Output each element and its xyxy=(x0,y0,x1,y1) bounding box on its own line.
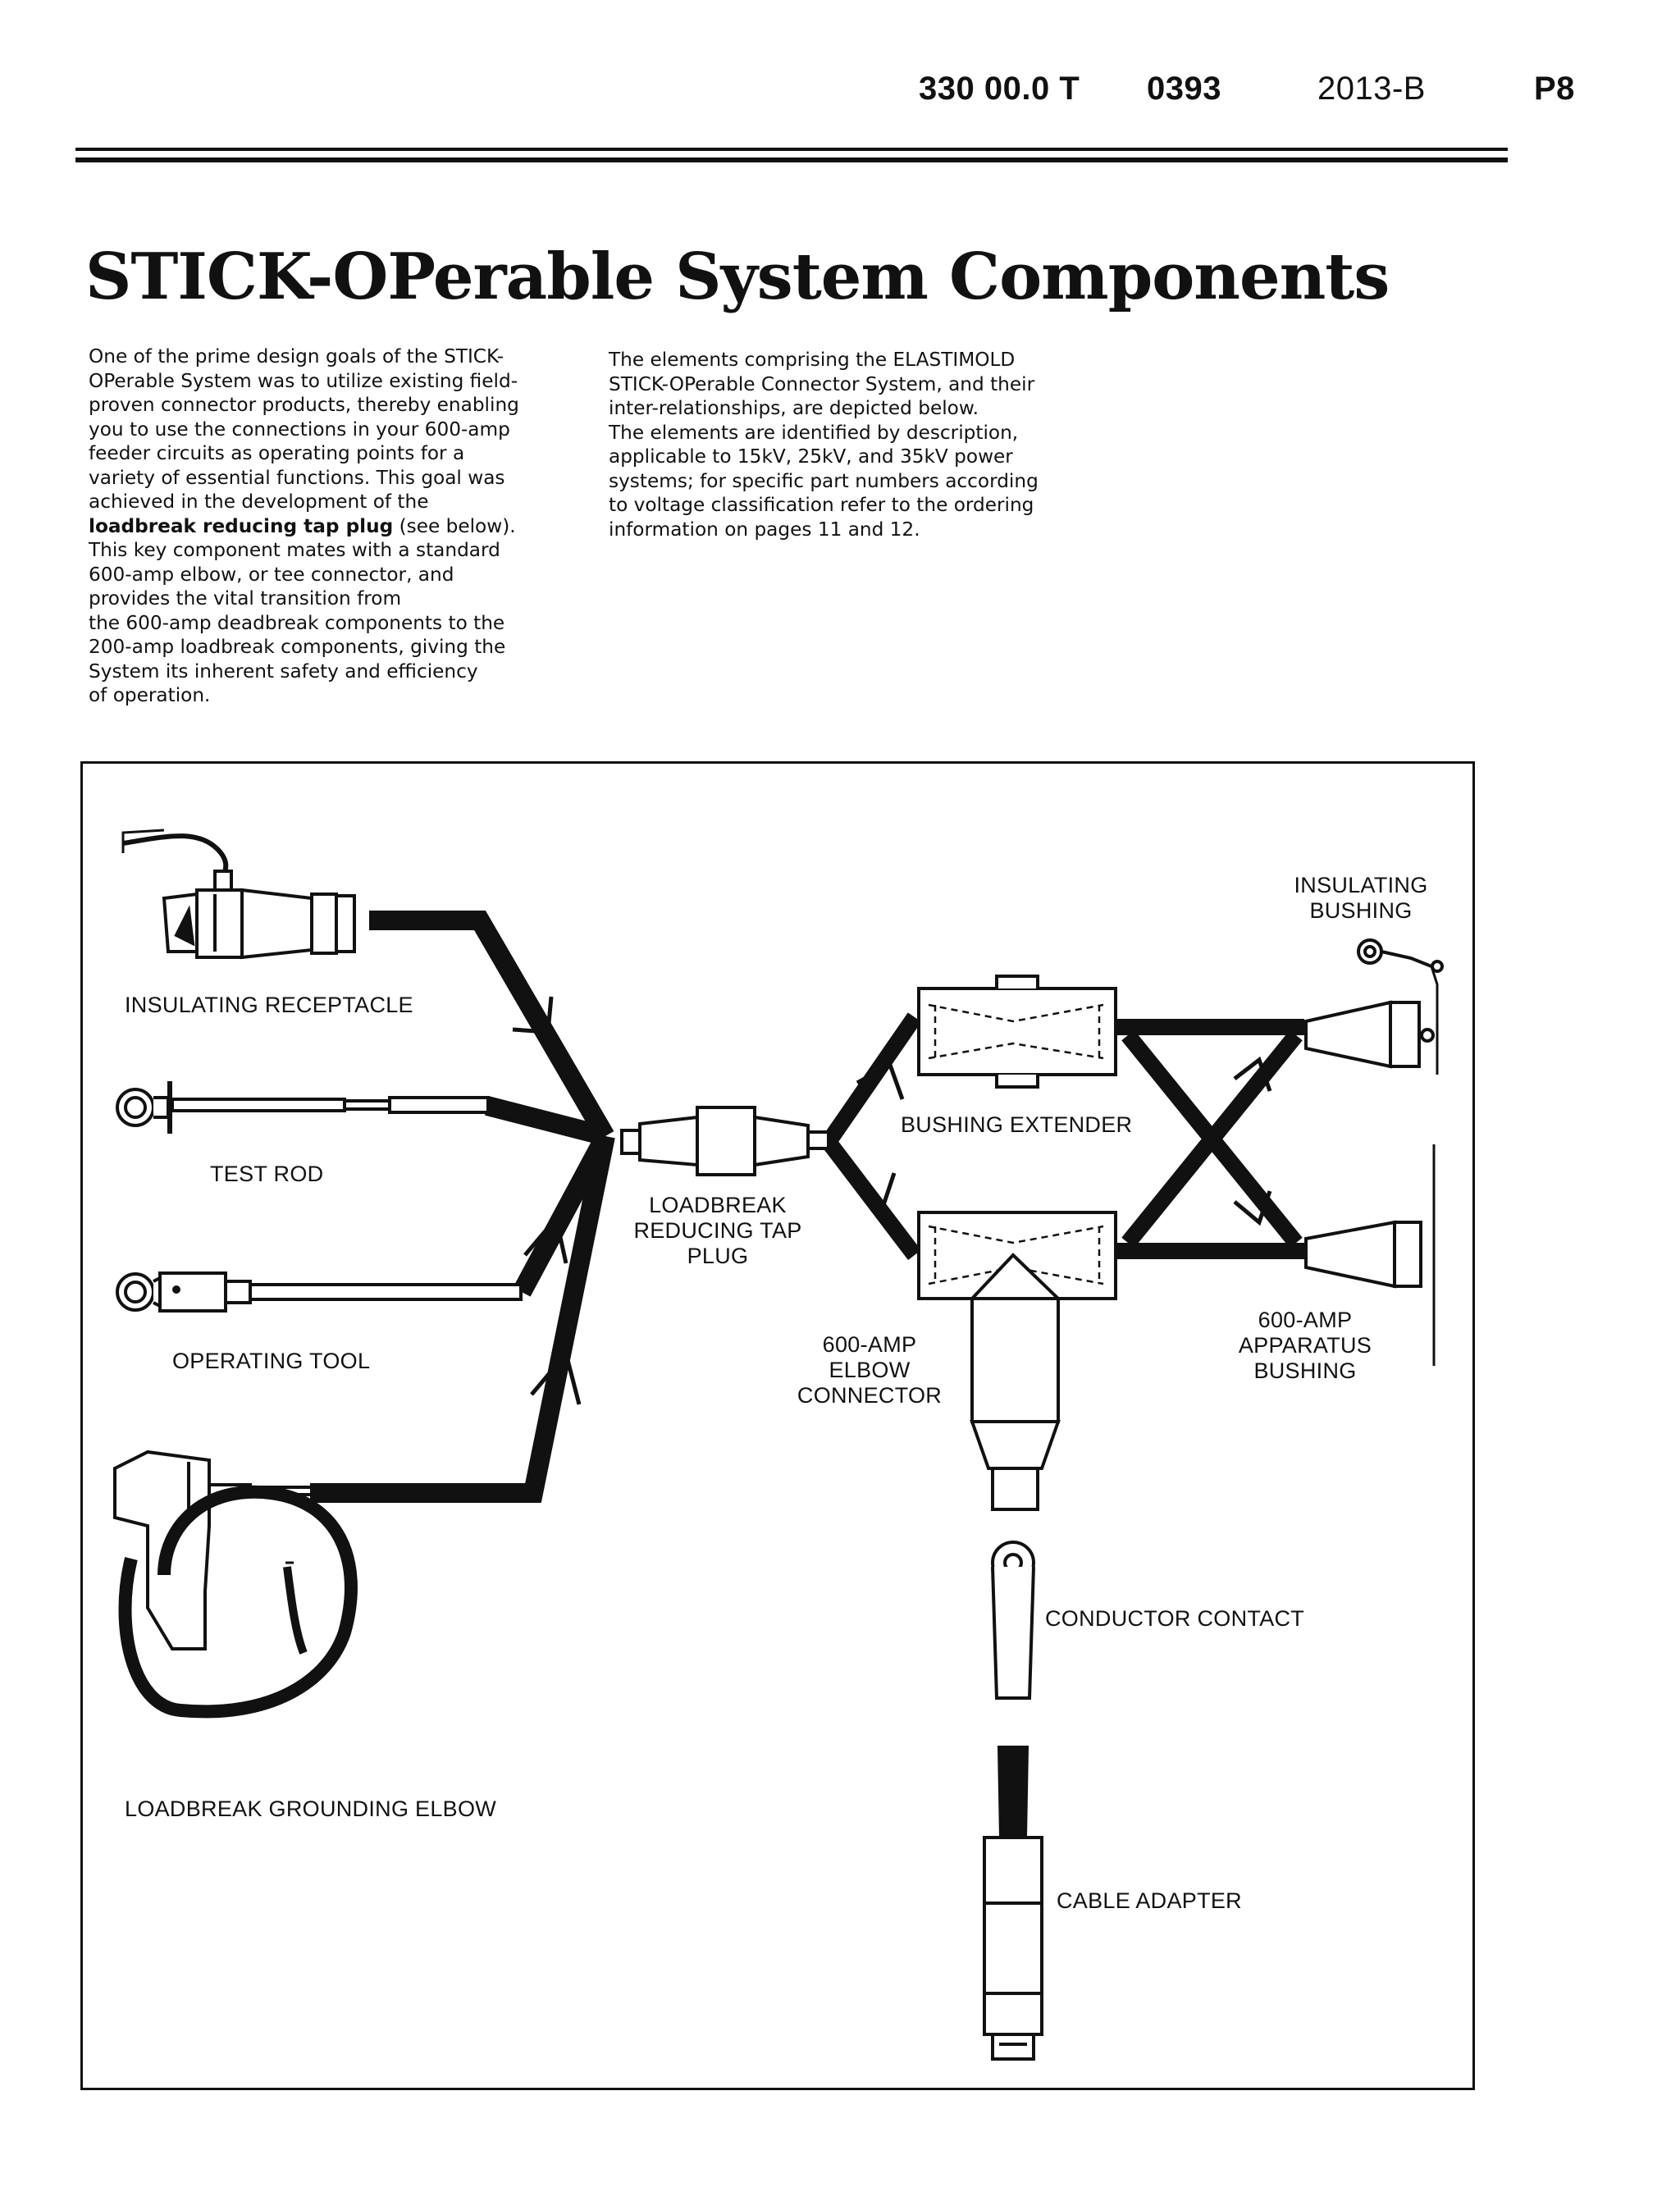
diagram-frame xyxy=(80,761,1475,2090)
label-apparatus-bushing-line: APPARATUS xyxy=(1238,1333,1372,1358)
label-conductor-contact: CONDUCTOR CONTACT xyxy=(1045,1606,1305,1631)
doc-revision: 2013-B xyxy=(1317,71,1426,107)
intro-bold-phrase: loadbreak reducing tap plug xyxy=(89,514,394,537)
intro-left-line: of operation. xyxy=(89,684,211,706)
label-bushing-extender: BUSHING EXTENDER xyxy=(901,1112,1133,1137)
intro-left-line: System its inherent safety and efficienc… xyxy=(89,660,478,683)
intro-left-line: 600-amp elbow, or tee connector, and xyxy=(89,563,454,586)
extender-arrows xyxy=(851,1056,1272,1226)
intro-right-line: STICK-OPerable Connector System, and the… xyxy=(609,372,1035,395)
page-number: P8 xyxy=(1534,71,1575,107)
doc-number: 330 00.0 T xyxy=(919,71,1080,107)
intro-right-line: The elements are identified by descripti… xyxy=(609,421,1019,444)
page-title: STICK-OPerable System Components xyxy=(85,240,1390,314)
intro-left-line: the 600-amp deadbreak components to the xyxy=(89,611,505,634)
label-loadbreak-grounding-elbow: LOADBREAK GROUNDING ELBOW xyxy=(125,1797,497,1821)
conductor-contact xyxy=(991,1541,1035,1700)
intro-left-line: variety of essential functions. This goa… xyxy=(89,466,505,489)
intro-bold-line: loadbreak reducing tap plug (see below). xyxy=(89,514,519,539)
label-tap-plug-line: REDUCING TAP xyxy=(633,1218,802,1243)
intro-right-line: to voltage classification refer to the o… xyxy=(609,494,1034,516)
intro-left-line: achieved in the development of the xyxy=(89,491,429,513)
label-insulating-receptacle: INSULATING RECEPTACLE xyxy=(125,993,413,1017)
intro-right-column: The elements comprising the ELASTIMOLD S… xyxy=(609,348,1039,541)
label-tap-plug-line: PLUG xyxy=(687,1244,749,1268)
intro-right-line: The elements comprising the ELASTIMOLD xyxy=(609,349,1016,371)
doc-code: 0393 xyxy=(1147,71,1221,107)
intro-right-line: inter-relationships, are depicted below. xyxy=(609,397,979,419)
intro-right-line: information on pages 11 and 12. xyxy=(609,518,920,541)
bushing-extender xyxy=(917,975,1117,1089)
label-operating-tool: OPERATING TOOL xyxy=(172,1349,371,1373)
intro-left-line: feeder circuits as operating points for … xyxy=(89,442,465,464)
header-rule xyxy=(75,148,1508,151)
intro-left-line: OPerable System was to utilize existing … xyxy=(89,369,518,392)
label-insulating-bushing: INSULATING BUSHING xyxy=(1291,873,1431,924)
label-insulating-bushing-line: INSULATING xyxy=(1294,873,1428,897)
connection-lines xyxy=(310,911,615,1503)
intro-right-line: applicable to 15kV, 25kV, and 35kV power xyxy=(609,445,1013,468)
intro-left-line: This key component mates with a standard xyxy=(89,539,500,561)
label-test-rod: TEST ROD xyxy=(210,1162,324,1186)
insulating-bushing xyxy=(1304,938,1444,1075)
intro-left-line: provides the vital transition from xyxy=(89,587,402,609)
test-rod xyxy=(116,1081,490,1134)
label-elbow-connector-line: CONNECTOR xyxy=(797,1383,943,1408)
label-elbow-connector: 600-AMP ELBOW CONNECTOR xyxy=(789,1332,950,1408)
insulating-receptacle xyxy=(121,829,356,960)
intro-right-line: systems; for specific part numbers accor… xyxy=(609,469,1039,492)
intro-left-line: 200-amp loadbreak components, giving the xyxy=(89,636,506,658)
connection-arrows xyxy=(512,996,582,1405)
label-elbow-connector-line: ELBOW xyxy=(829,1358,911,1382)
intro-left-column: One of the prime design goals of the STI… xyxy=(89,345,519,708)
header-rule-thick xyxy=(75,158,1508,162)
label-tap-plug: LOADBREAK REDUCING TAP PLUG xyxy=(632,1193,804,1269)
grounding-elbow xyxy=(113,1450,358,1719)
intro-bold-suffix: (see below). xyxy=(393,514,516,537)
operating-tool xyxy=(116,1271,523,1313)
apparatus-bushing xyxy=(1304,1144,1436,1366)
label-insulating-bushing-line: BUSHING xyxy=(1309,898,1413,923)
cable-adapter xyxy=(983,1746,1043,2061)
elbow-connector xyxy=(917,1211,1117,1511)
label-elbow-connector-line: 600-AMP xyxy=(822,1332,917,1357)
label-tap-plug-line: LOADBREAK xyxy=(649,1193,787,1217)
label-cable-adapter: CABLE ADAPTER xyxy=(1057,1888,1242,1913)
intro-left-line: you to use the connections in your 600-a… xyxy=(89,418,510,441)
label-apparatus-bushing-line: 600-AMP xyxy=(1258,1308,1353,1332)
label-apparatus-bushing-line: BUSHING xyxy=(1253,1358,1357,1383)
intro-left-line: proven connector products, thereby enabl… xyxy=(89,394,519,416)
tap-plug xyxy=(620,1106,830,1176)
label-apparatus-bushing: 600-AMP APPARATUS BUSHING xyxy=(1229,1308,1381,1384)
intro-left-line: One of the prime design goals of the STI… xyxy=(89,345,504,368)
